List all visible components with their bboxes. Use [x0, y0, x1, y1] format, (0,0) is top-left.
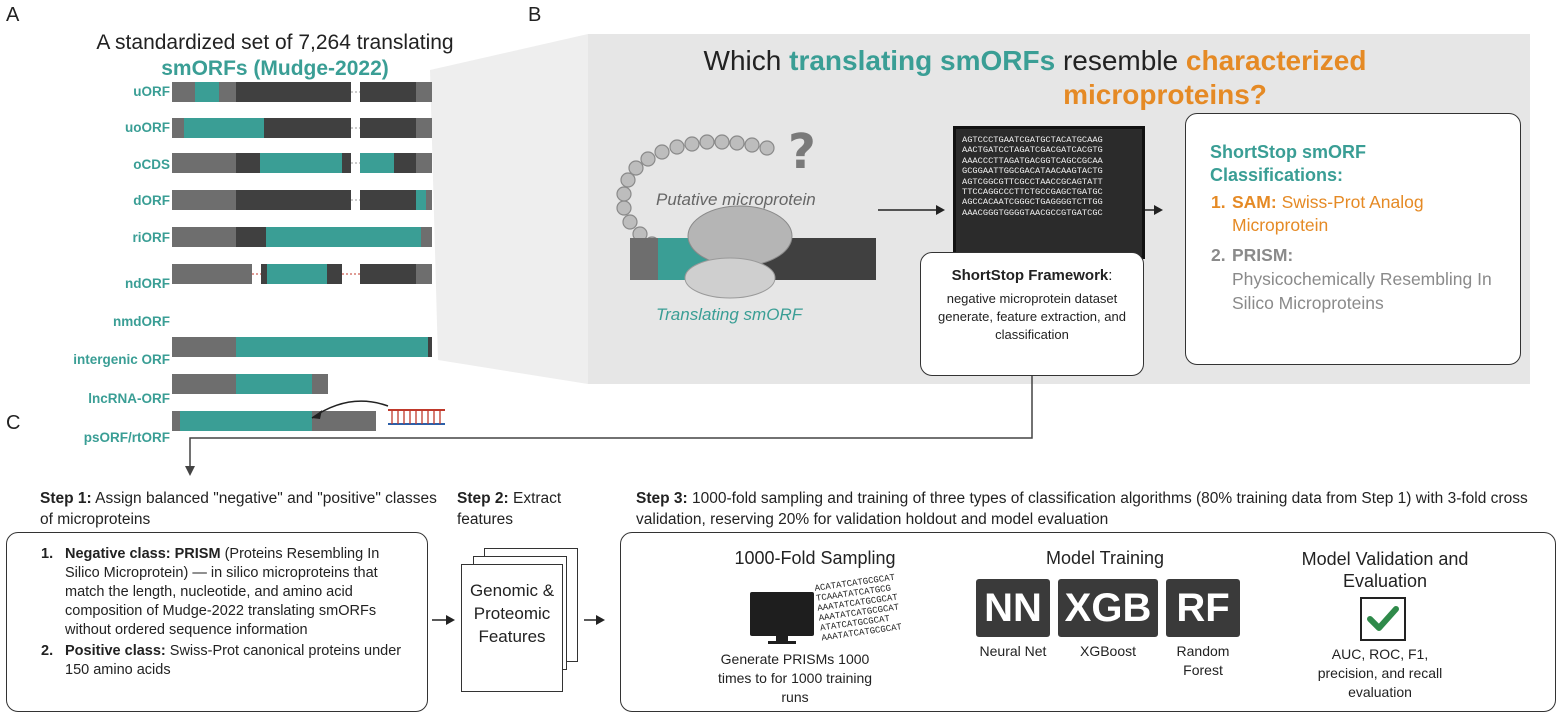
orf-label-riorf: riORF [132, 230, 170, 245]
translating-smorf-label: Translating smORF [656, 305, 803, 324]
model-nn-name: Neural Net [979, 643, 1047, 659]
panel-label-b: B [528, 4, 542, 26]
ribosome-illustration: ? [616, 124, 876, 299]
putative-microprotein-label: Putative microprotein [656, 190, 816, 209]
orf-label-lncrna: lncRNA-ORF [88, 391, 170, 406]
orf-label-nmdorf: nmdORF [113, 314, 170, 329]
training-title: Model Training [1045, 548, 1165, 568]
class-item-prism: 2. PRISM: Physicochemically Resembling I… [1211, 245, 1492, 313]
model-rf-name: Random Forest [1176, 643, 1230, 678]
positive-class-item: 2. Positive class: Swiss-Prot canonical … [41, 643, 402, 678]
orf-label-psorf: psORF/rtORF [83, 430, 170, 445]
model-xgb: XGB [1058, 579, 1158, 637]
step1-header: Step 1: Assign balanced "negative" and "… [40, 490, 437, 528]
negative-class-item: 1. Negative class: PRISM (Proteins Resem… [41, 546, 380, 638]
checkmark-icon [1360, 597, 1406, 641]
model-nn: NN [976, 579, 1050, 637]
sampling-title: 1000-Fold Sampling [734, 548, 896, 568]
classification-box: ShortStop smORF Classifications: 1. SAM:… [1185, 113, 1521, 365]
framework-box: ShortStop Framework: negative microprote… [920, 252, 1144, 376]
framework-desc: negative microprotein dataset generate, … [938, 291, 1126, 342]
orf-label-uoorf: uoORF [125, 120, 170, 135]
step1-box: 1. Negative class: PRISM (Proteins Resem… [6, 532, 428, 712]
features-doc: Genomic & Proteomic Features [461, 564, 563, 692]
panel-label-c: C [6, 412, 21, 434]
classification-title: ShortStop smORF Classifications: [1210, 142, 1366, 185]
computer-icon [750, 592, 814, 636]
framework-title: ShortStop Framework [951, 267, 1109, 284]
panel-a-title: A standardized set of 7,264 translating … [96, 31, 454, 80]
step2-header: Step 2: Extract features [457, 490, 562, 528]
step3-header: Step 3: 1000-fold sampling and training … [636, 490, 1528, 528]
model-xgb-name: XGBoost [1079, 643, 1137, 659]
validation-desc: AUC, ROC, F1, precision, and recall eval… [1317, 646, 1443, 700]
orf-label-ocds: oCDS [133, 157, 170, 172]
panel-label-a: A [6, 4, 20, 26]
orf-label-uorf: uORF [133, 84, 170, 99]
question-mark-icon: ? [788, 124, 816, 180]
features-label: Genomic & Proteomic Features [469, 581, 555, 646]
class-item-sam: 1. SAM: Swiss-Prot Analog Microprotein [1211, 192, 1424, 235]
orf-label-intergenic: intergenic ORF [73, 352, 170, 367]
panel-b-question: Which translating smORFs resemble charac… [703, 45, 1367, 110]
sequence-monitor: AGTCCCTGAATCGATGCTACATGCAAG AACTGATCCTAG… [953, 126, 1145, 259]
model-rf: RF [1166, 579, 1240, 637]
orf-label-dorf: dORF [133, 193, 170, 208]
sampling-sequences: ACATATCATGCGCAT TCAAATATCATGCG AAATATCAT… [814, 572, 903, 644]
sampling-desc: Generate PRISMs 1000 times to for 1000 t… [717, 651, 873, 705]
validation-title: Model Validation and Evaluation [1301, 549, 1469, 591]
orf-label-ndorf: ndORF [125, 276, 170, 291]
